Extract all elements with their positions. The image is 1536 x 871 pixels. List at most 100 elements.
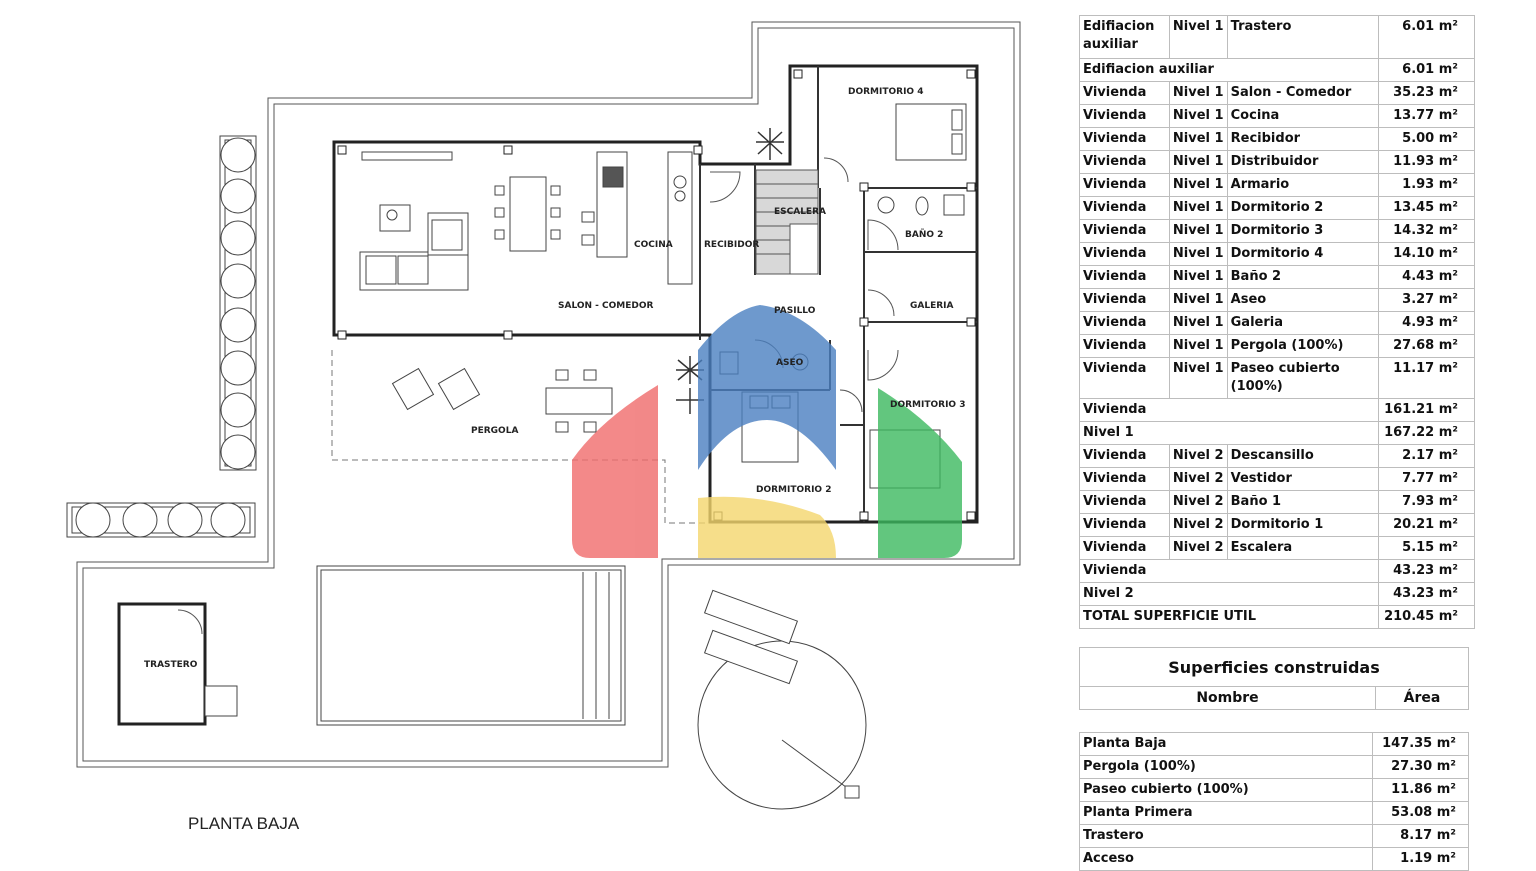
table-cell: Paseo cubierto (100%) xyxy=(1079,778,1373,802)
table-cell: 8.17 m² xyxy=(1372,824,1469,848)
table-cell: Nivel 1 xyxy=(1168,127,1228,151)
hedge-horizontal xyxy=(66,502,256,538)
table-cell: 6.01 m² xyxy=(1378,15,1475,59)
table-cell: Pergola (100%) xyxy=(1079,755,1373,779)
room-label-escalera: ESCALERA xyxy=(774,207,826,217)
table-cell: 43.23 m² xyxy=(1378,582,1475,606)
table-cell: Nivel 1 xyxy=(1168,104,1228,128)
table-cell: Paseo cubierto (100%) xyxy=(1226,357,1380,399)
room-label-bano2: BAÑO 2 xyxy=(905,229,943,240)
table-cell: TOTAL SUPERFICIE UTIL xyxy=(1078,605,1380,629)
table-cell: Trastero xyxy=(1226,15,1380,59)
room-label-pasillo: PASILLO xyxy=(774,306,816,316)
table-cell: Vivienda xyxy=(1079,173,1170,197)
table-cell: 5.00 m² xyxy=(1378,127,1475,151)
table-cell: Aseo xyxy=(1226,288,1380,312)
table-cell: 1.19 m² xyxy=(1372,847,1469,871)
stairs-icon xyxy=(755,169,819,275)
table-cell: Nivel 2 xyxy=(1168,490,1228,514)
floor-plan: DORMITORIO 4 ESCALERA COCINA RECIBIDOR B… xyxy=(66,21,1021,833)
table-cell: Recibidor xyxy=(1226,127,1380,151)
room-label-dormitorio3: DORMITORIO 3 xyxy=(890,400,965,410)
table-cell: 5.15 m² xyxy=(1378,536,1475,560)
armchair-icon xyxy=(379,204,411,232)
room-label-aseo: ASEO xyxy=(776,358,804,368)
table-cell: Cocina xyxy=(1226,104,1380,128)
table-cell: 4.93 m² xyxy=(1378,311,1475,335)
table-cell: 210.45 m² xyxy=(1378,605,1475,629)
table-cell: 167.22 m² xyxy=(1378,421,1475,445)
table-cell: Nivel 1 xyxy=(1168,219,1228,243)
sofa-icon xyxy=(359,212,469,291)
table-cell: Nivel 1 xyxy=(1168,150,1228,174)
table-cell: Nivel 2 xyxy=(1168,467,1228,491)
table-cell: 14.32 m² xyxy=(1378,219,1475,243)
room-label-cocina: COCINA xyxy=(634,240,673,250)
table-cell: Vivienda xyxy=(1079,127,1170,151)
table-cell: Baño 1 xyxy=(1226,490,1380,514)
table-cell: Vivienda xyxy=(1079,536,1170,560)
table-cell: Edifiacion auxiliar xyxy=(1078,58,1380,82)
table-cell: Vivienda xyxy=(1079,219,1170,243)
table-cell: 35.23 m² xyxy=(1378,81,1475,105)
table-cell: Vivienda xyxy=(1079,104,1170,128)
table-cell: 4.43 m² xyxy=(1378,265,1475,289)
table-cell: 14.10 m² xyxy=(1378,242,1475,266)
table-cell: Vivienda xyxy=(1079,357,1170,399)
table-cell: Distribuidor xyxy=(1226,150,1380,174)
table-cell: Nivel 2 xyxy=(1168,444,1228,468)
table-cell: Nivel 1 xyxy=(1168,242,1228,266)
table-cell: Planta Primera xyxy=(1079,801,1373,825)
table-cell: Vivienda xyxy=(1079,490,1170,514)
trastero-door xyxy=(177,609,203,635)
plant-icon xyxy=(676,128,784,414)
table-cell: Acceso xyxy=(1079,847,1373,871)
table-row: Pergola (100%)27.30 m² xyxy=(1079,755,1469,779)
table-cell: 2.17 m² xyxy=(1378,444,1475,468)
table-cell: 11.86 m² xyxy=(1372,778,1469,802)
table-cell: Nivel 1 xyxy=(1168,81,1228,105)
table-cell: 147.35 m² xyxy=(1372,732,1469,756)
table-cell: Vivienda xyxy=(1078,398,1380,422)
table-cell: Nivel 1 xyxy=(1168,196,1228,220)
table-cell: 7.77 m² xyxy=(1378,467,1475,491)
table-cell: Nivel 1 xyxy=(1168,173,1228,197)
table-row: Paseo cubierto (100%)11.86 m² xyxy=(1079,778,1469,802)
table-cell: Salon - Comedor xyxy=(1226,81,1380,105)
table-cell: Vivienda xyxy=(1079,467,1170,491)
table-cell: Dormitorio 3 xyxy=(1226,219,1380,243)
table-cell: Dormitorio 1 xyxy=(1226,513,1380,537)
table-cell: Vivienda xyxy=(1078,559,1380,583)
plot-boundary xyxy=(76,21,1021,768)
table-cell: Vivienda xyxy=(1079,311,1170,335)
table-cell: 20.21 m² xyxy=(1378,513,1475,537)
table-cell: Nivel 1 xyxy=(1168,288,1228,312)
pergola-outline xyxy=(331,350,710,524)
table-cell: Escalera xyxy=(1226,536,1380,560)
table-cell: Galeria xyxy=(1226,311,1380,335)
table-cell: Nivel 2 xyxy=(1078,582,1380,606)
hedge-vertical xyxy=(219,135,257,471)
table-cell: Vivienda xyxy=(1079,196,1170,220)
room-label-trastero: TRASTERO xyxy=(144,660,198,670)
